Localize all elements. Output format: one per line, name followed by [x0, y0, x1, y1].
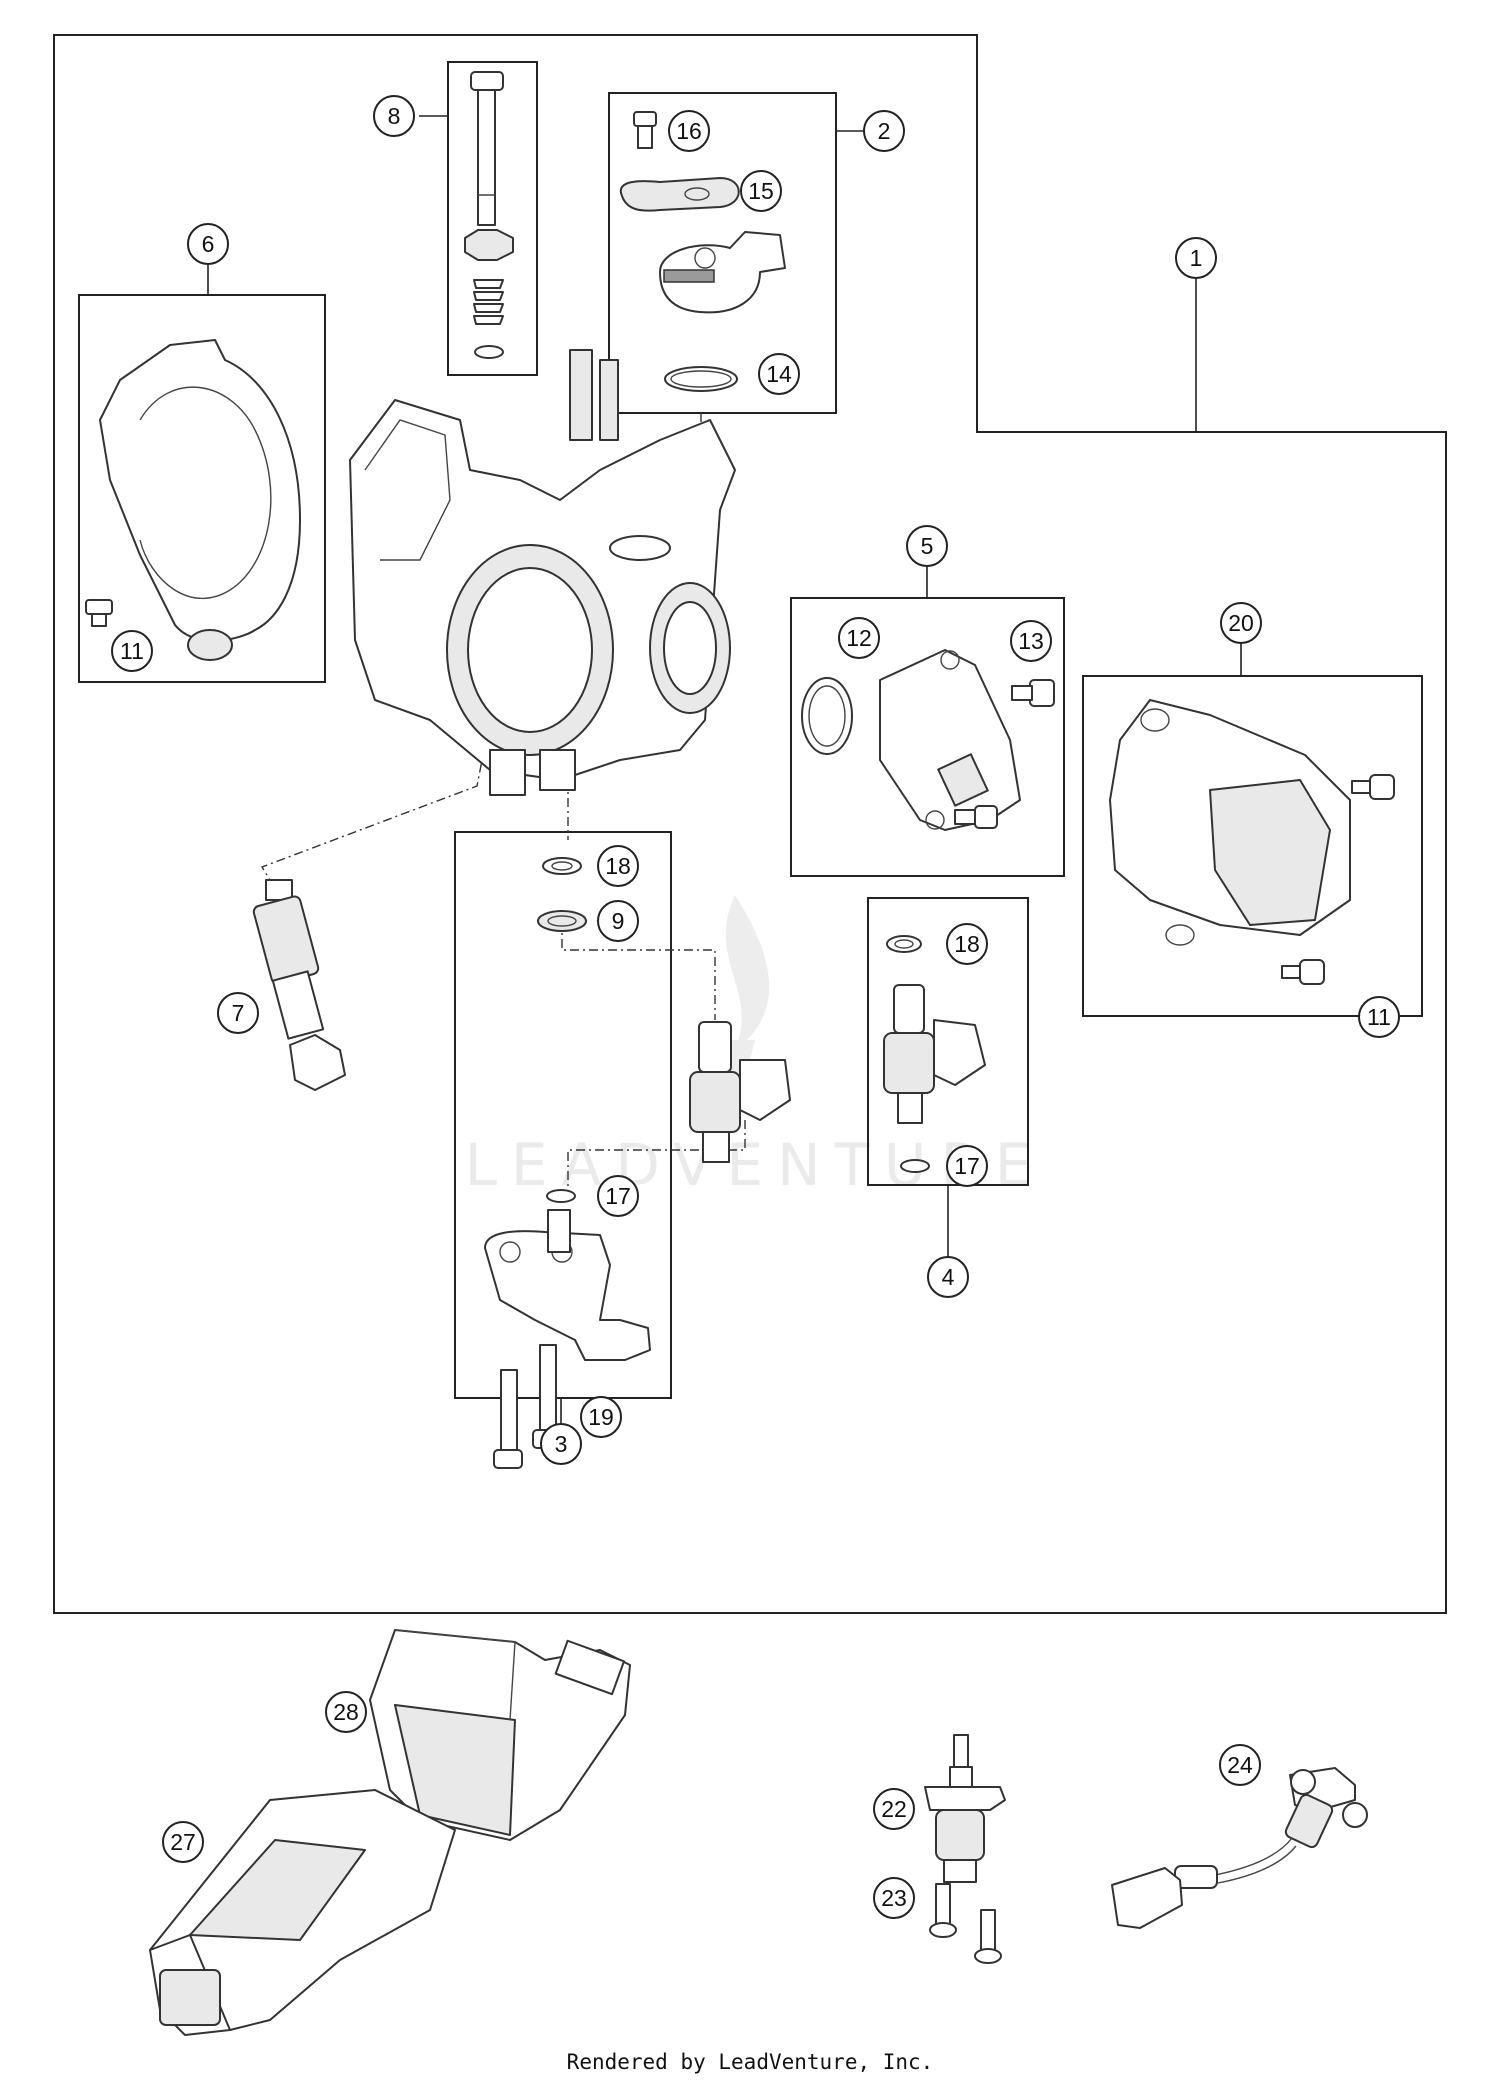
callout-2: 2	[863, 110, 905, 152]
callout-7-label: 7	[232, 1000, 245, 1026]
part-7-sensor	[252, 879, 346, 1091]
callout-13-label: 13	[1018, 628, 1044, 654]
callout-2-label: 2	[878, 118, 891, 144]
callout-6: 6	[187, 223, 229, 265]
callout-3: 3	[540, 1423, 582, 1465]
part-28-control-unit	[369, 1629, 631, 1841]
part-6-cover	[99, 339, 301, 661]
callout-20-label: 20	[1228, 610, 1254, 636]
callout-19: 19	[580, 1396, 622, 1438]
part-22-sensor	[924, 1734, 1006, 1883]
callout-22: 22	[873, 1788, 915, 1830]
part-2-sensor	[659, 231, 786, 314]
callout-4: 4	[927, 1256, 969, 1298]
callout-5: 5	[906, 525, 948, 567]
callout-16: 16	[668, 110, 710, 152]
callout-11b: 11	[1358, 996, 1400, 1038]
callout-3-label: 3	[555, 1431, 568, 1457]
part-3-holder	[484, 1209, 651, 1361]
part-27-ecu	[149, 1789, 456, 2036]
part-14-o-ring	[664, 366, 738, 392]
group-box-8	[447, 61, 538, 376]
callout-11a: 11	[111, 630, 153, 672]
callout-9: 9	[597, 900, 639, 942]
callout-12: 12	[838, 617, 880, 659]
callout-15-label: 15	[748, 178, 774, 204]
part-20-bolt	[1351, 774, 1395, 800]
callout-12-label: 12	[846, 625, 872, 651]
group-box-6	[78, 294, 326, 683]
callout-6-label: 6	[202, 231, 215, 257]
callout-24-label: 24	[1227, 1752, 1253, 1778]
watermark-text: LEADVENTURE	[465, 1131, 1046, 1199]
callout-17b-label: 17	[954, 1153, 980, 1179]
part-16-screw	[633, 111, 657, 149]
part-11-bolt-b	[1281, 959, 1325, 985]
part-8-adjust-screw	[464, 71, 514, 359]
part-13-bolts	[954, 679, 1055, 829]
callout-18a-label: 18	[605, 853, 631, 879]
group-box-20	[1082, 675, 1423, 1017]
part-24-cable-sensor	[1111, 1767, 1368, 1929]
callout-18b-label: 18	[954, 931, 980, 957]
part-5-sensor	[879, 649, 1021, 831]
part-4-injector	[883, 984, 986, 1124]
callout-11b-label: 11	[1367, 1004, 1391, 1030]
callout-17a-label: 17	[605, 1183, 631, 1209]
callout-7: 7	[217, 992, 259, 1034]
callout-19-label: 19	[588, 1404, 614, 1430]
callout-24: 24	[1219, 1744, 1261, 1786]
callout-14: 14	[758, 353, 800, 395]
part-17-seal-b	[900, 1159, 930, 1173]
callout-17b: 17	[946, 1145, 988, 1187]
group-box-3	[454, 831, 672, 1399]
assembly-frame	[53, 34, 1447, 1614]
callout-9-label: 9	[612, 908, 625, 934]
callout-14-label: 14	[766, 361, 792, 387]
part-9-clip	[537, 910, 587, 932]
leadventure-watermark: LEADVENTURE	[465, 895, 1046, 1199]
callout-28: 28	[325, 1691, 367, 1733]
part-3-injector	[689, 1021, 791, 1163]
callout-5-label: 5	[921, 533, 934, 559]
callout-18b: 18	[946, 923, 988, 965]
callout-22-label: 22	[881, 1796, 907, 1822]
part-18-seal-b	[886, 935, 922, 953]
part-18-seal-a	[542, 857, 582, 875]
callout-23: 23	[873, 1877, 915, 1919]
part-11-bolt-a	[85, 599, 113, 627]
callout-11a-label: 11	[120, 638, 144, 664]
callout-27-label: 27	[170, 1829, 196, 1855]
callout-27: 27	[162, 1821, 204, 1863]
callout-1-label: 1	[1190, 245, 1203, 271]
part-23-screws	[929, 1883, 1002, 1964]
throttle-body	[349, 349, 736, 796]
group-box-2	[608, 92, 837, 414]
callout-23-label: 23	[881, 1885, 907, 1911]
callout-4-label: 4	[942, 1264, 955, 1290]
callout-17a: 17	[597, 1175, 639, 1217]
callout-20: 20	[1220, 602, 1262, 644]
callout-15: 15	[740, 170, 782, 212]
part-15-bracket	[619, 177, 740, 212]
footer-credit: Rendered by LeadVenture, Inc.	[566, 2050, 934, 2074]
part-12-o-ring	[801, 677, 853, 755]
part-20-cover	[1109, 699, 1351, 946]
callout-28-label: 28	[333, 1699, 359, 1725]
callout-18a: 18	[597, 845, 639, 887]
callout-16-label: 16	[676, 118, 702, 144]
callout-8: 8	[373, 95, 415, 137]
part-17-seal-a	[546, 1189, 576, 1203]
leader-lines	[207, 115, 1242, 1424]
callout-1: 1	[1175, 237, 1217, 279]
callout-13: 13	[1010, 620, 1052, 662]
callout-8-label: 8	[388, 103, 401, 129]
